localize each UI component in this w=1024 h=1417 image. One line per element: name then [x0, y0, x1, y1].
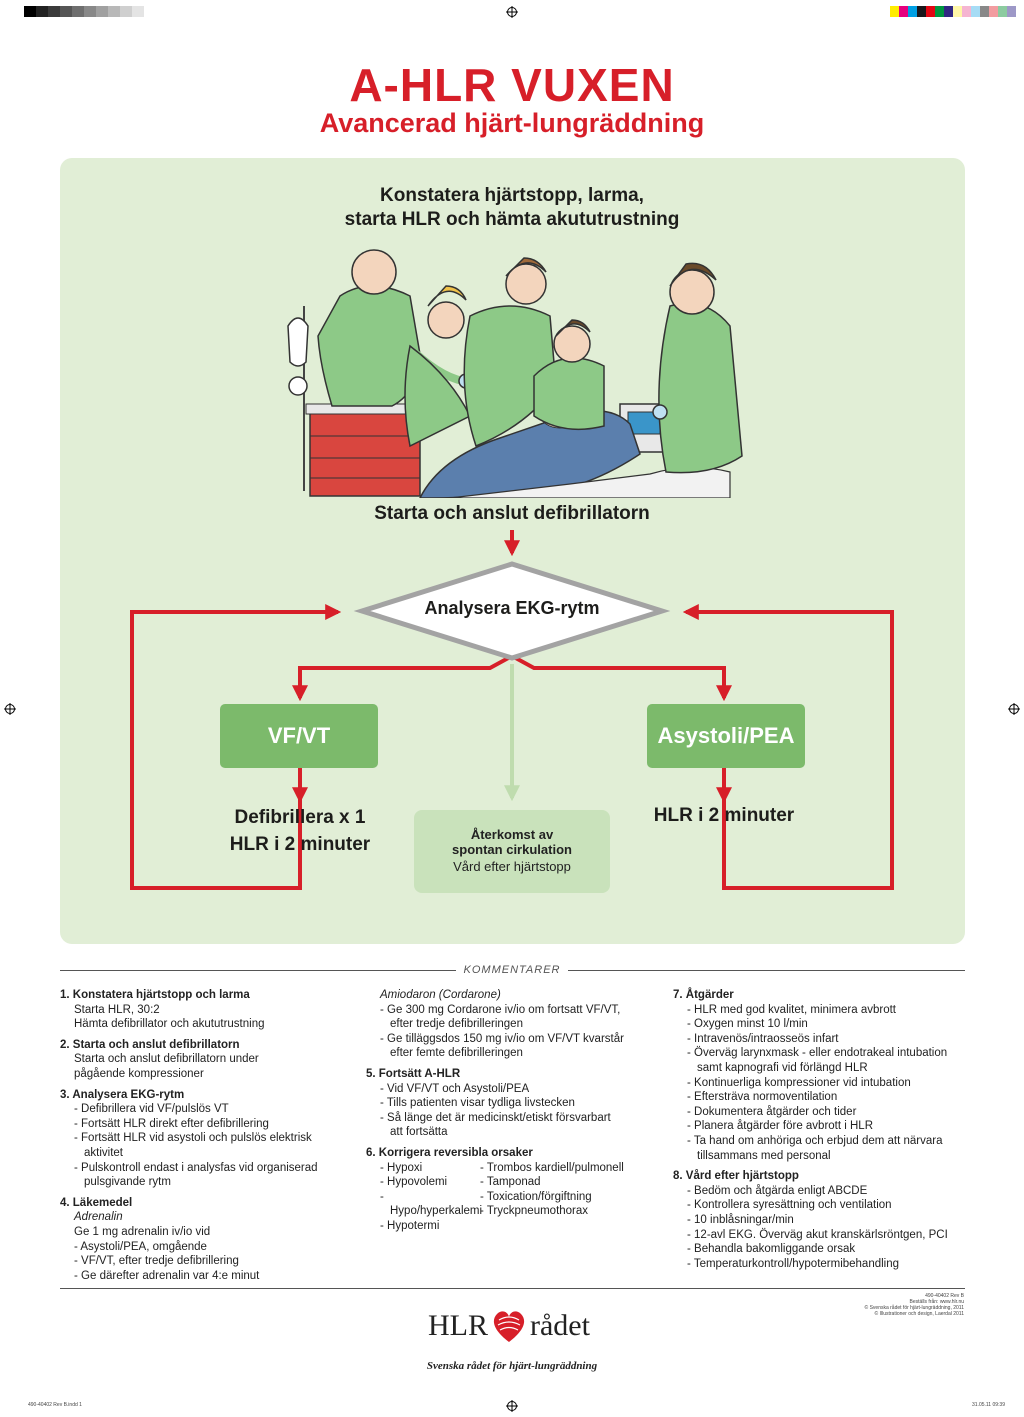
list-item: Hypoxi	[366, 1161, 476, 1176]
grayscale-calibration-bar	[24, 6, 144, 17]
list-item: Tills patienten visar tydliga livstecken	[366, 1096, 666, 1111]
hlr-radet-logo: HLR rådet	[428, 1302, 608, 1350]
step-recognize-arrest: Konstatera hjärtstopp, larma, starta HLR…	[344, 185, 680, 230]
slug-right: 31.05.11 09:39	[972, 1402, 1005, 1408]
list-item: Överväg larynxmask - eller endotrakeal i…	[673, 1046, 965, 1061]
registration-mark-icon	[4, 703, 16, 715]
list-item: Fortsätt HLR direkt efter defibrillering	[60, 1117, 350, 1132]
slug-left: 490-40402 Rev B.indd 1	[28, 1402, 82, 1408]
list-item: Ge tilläggsdos 150 mg iv/io om VF/VT kva…	[366, 1032, 666, 1047]
analyze-diamond	[353, 561, 671, 661]
comments-label: KOMMENTARER	[456, 964, 568, 976]
list-item: Toxication/förgiftning	[476, 1190, 656, 1205]
list-item: Pulskontroll endast i analysfas vid orga…	[60, 1161, 350, 1176]
list-item: Ge därefter adrenalin var 4:e minut	[60, 1269, 350, 1284]
comments-column-2: Amiodaron (Cordarone) Ge 300 mg Cordaron…	[366, 988, 666, 1234]
list-item: Så länge det är medicinskt/etiskt försva…	[366, 1111, 666, 1126]
list-item: HLR med god kvalitet, minimera avbrott	[673, 1003, 965, 1018]
list-item: Dokumentera åtgärder och tider	[673, 1105, 965, 1120]
comment-heading: 7. Åtgärder	[673, 989, 734, 1001]
rosc-box: Återkomst av spontan cirkulation Vård ef…	[414, 810, 610, 893]
flow-arrows	[130, 530, 894, 890]
list-item: Ge 300 mg Cordarone iv/io om fortsatt VF…	[366, 1003, 666, 1018]
analyze-ecg-label: Analysera EKG-rytm	[424, 598, 600, 618]
list-item: Tryckpneumothorax	[476, 1204, 656, 1219]
list-item: Asystoli/PEA, omgående	[60, 1240, 350, 1255]
comment-heading: 3. Analysera EKG-rytm	[60, 1088, 185, 1101]
vf-vt-action: Defibrillera x 1 HLR i 2 minuter	[229, 807, 371, 855]
list-item: 12-avl EKG. Överväg akut kranskärlsröntg…	[673, 1228, 965, 1243]
page-subtitle: Avancerad hjärt-lungräddning	[319, 108, 705, 138]
list-item: Eftersträva normoventilation	[673, 1090, 965, 1105]
color-calibration-bar	[890, 6, 1016, 17]
list-item: Trombos kardiell/pulmonell	[476, 1161, 656, 1176]
asystole-pea-box: Asystoli/PEA	[647, 704, 805, 768]
list-item: Vid VF/VT och Asystoli/PEA	[366, 1082, 666, 1097]
list-item: Hypovolemi	[366, 1175, 476, 1190]
list-item: Intravenös/intraosseös infart	[673, 1032, 965, 1047]
comment-heading: 4. Läkemedel	[60, 1196, 133, 1209]
registration-mark-icon	[506, 1400, 518, 1412]
list-item: Ta hand om anhöriga och erbjud dem att n…	[673, 1134, 965, 1149]
list-item: Fortsätt HLR vid asystoli och pulslös el…	[60, 1131, 350, 1160]
reversible-causes-grid: Hypoxi Hypovolemi Hypo/hyperkalemi Hypot…	[366, 1161, 666, 1234]
comment-heading: 6. Korrigera reversibla orsaker	[366, 1146, 533, 1159]
comment-heading: 5. Fortsätt A-HLR	[366, 1067, 461, 1080]
footer-divider	[60, 1288, 965, 1289]
list-item: 10 inblåsningar/min	[673, 1213, 965, 1228]
list-item: Hypotermi	[366, 1219, 476, 1234]
comment-heading: 1. Konstatera hjärtstopp och larma	[60, 989, 250, 1001]
list-item: Hypo/hyperkalemi	[366, 1190, 482, 1219]
vf-vt-box: VF/VT	[220, 704, 378, 768]
list-item: Defibrillera vid VF/pulslös VT	[60, 1102, 350, 1117]
logo-tagline: Svenska rådet för hjärt-lungräddning	[426, 1360, 598, 1372]
comment-heading: 8. Vård efter hjärtstopp	[673, 1170, 799, 1183]
list-item: VF/VT, efter tredje defibrillering	[60, 1254, 350, 1269]
list-item: Planera åtgärder före avbrott i HLR	[673, 1119, 965, 1134]
list-item: Oxygen minst 10 l/min	[673, 1017, 965, 1032]
registration-mark-icon	[1008, 703, 1020, 715]
list-item: Kontrollera syresättning och ventilation	[673, 1198, 965, 1213]
comments-column-1: 1. Konstatera hjärtstopp och larma Start…	[60, 982, 350, 1283]
resuscitation-team-illustration	[287, 249, 743, 498]
asystole-pea-action: HLR i 2 minuter	[653, 805, 795, 826]
page-title: A-HLR VUXEN	[349, 59, 675, 111]
list-item: Kontinuerliga kompressioner vid intubati…	[673, 1076, 965, 1091]
heart-icon	[493, 1311, 525, 1342]
list-item: Tamponad	[476, 1175, 656, 1190]
fine-print: 490-40402 Rev B Beställs från: www.hlr.n…	[864, 1293, 965, 1317]
comment-heading: 2. Starta och anslut defibrillatorn	[60, 1038, 240, 1051]
step-connect-defibrillator: Starta och anslut defibrillatorn	[374, 503, 650, 524]
comments-column-3: 7. Åtgärder HLR med god kvalitet, minime…	[673, 982, 965, 1271]
list-item: Bedöm och åtgärda enligt ABCDE	[673, 1184, 965, 1199]
list-item: Temperaturkontroll/hypotermibehandling	[673, 1257, 965, 1272]
list-item: Behandla bakomliggande orsak	[673, 1242, 965, 1257]
registration-mark-icon	[506, 6, 518, 18]
